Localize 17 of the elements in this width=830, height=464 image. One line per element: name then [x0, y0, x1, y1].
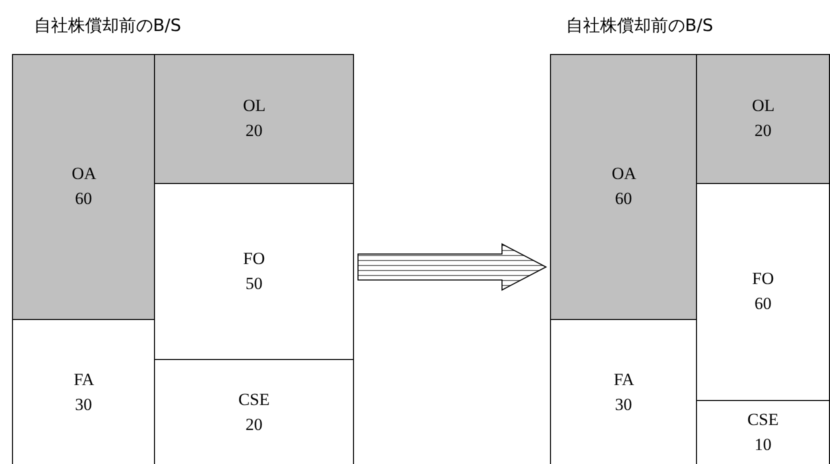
balance-sheet-block — [12, 54, 155, 320]
block-label: FO 60 — [752, 268, 774, 315]
balance-sheet-block — [154, 54, 354, 184]
balance-sheet-block — [550, 54, 697, 320]
block-label: FA 30 — [74, 368, 94, 416]
block-label: OL 20 — [242, 95, 266, 142]
sheet-heading: 自社株償却前のB/S — [566, 15, 714, 37]
block-label: FO 50 — [243, 248, 265, 294]
block-label: OL 20 — [752, 95, 774, 142]
block-label: OA 60 — [612, 163, 636, 210]
balance-sheet-block — [696, 54, 830, 184]
block-label: OA 60 — [72, 163, 96, 210]
block-label: CSE 20 — [238, 388, 270, 436]
block-arrow — [358, 243, 548, 291]
block-label: CSE 10 — [747, 409, 779, 456]
block-label: FA 30 — [614, 368, 634, 416]
sheet-heading: 自社株償却前のB/S — [34, 15, 182, 37]
